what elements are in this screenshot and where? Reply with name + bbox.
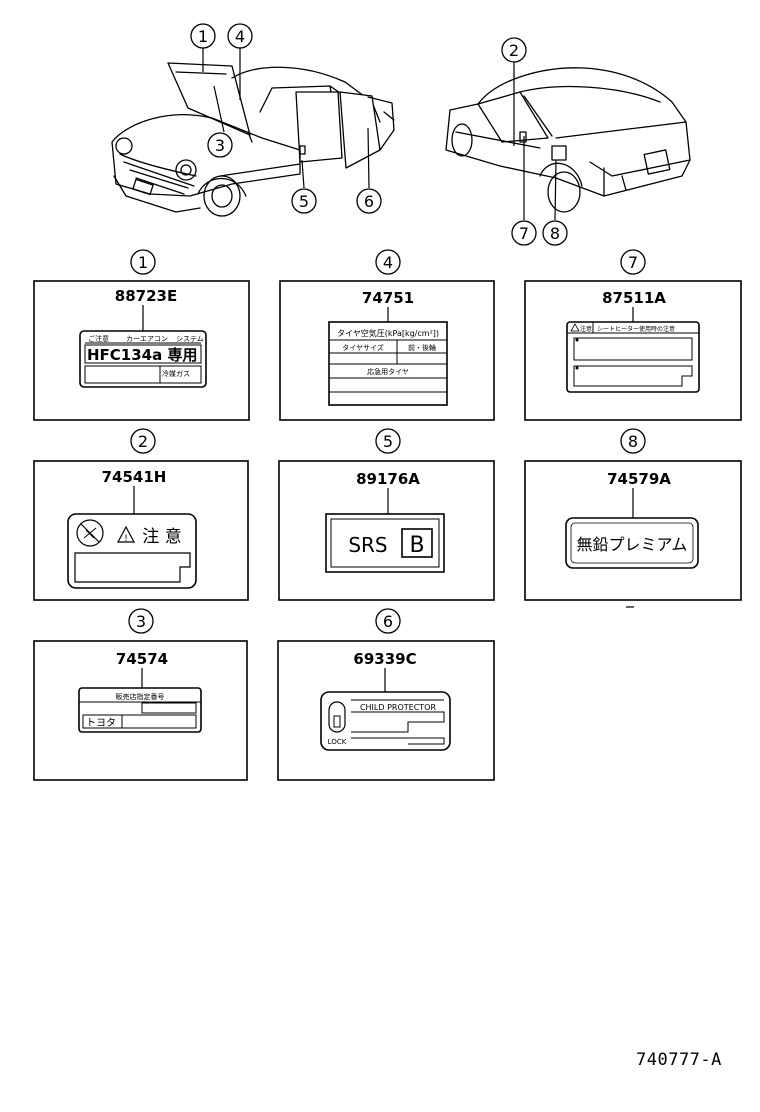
svg-text:カーエアコン: カーエアコン — [126, 335, 168, 343]
panel-number: 5 — [383, 432, 393, 451]
svg-text:冷媒ガス: 冷媒ガス — [162, 369, 190, 378]
rear-car-illustration — [445, 67, 691, 213]
svg-text:無鉛プレミアム: 無鉛プレミアム — [577, 535, 688, 554]
car-callout-4: 4 — [227, 23, 253, 49]
svg-text:1: 1 — [198, 27, 208, 46]
svg-text:SRS: SRS — [348, 533, 387, 557]
svg-text:応急用タイヤ: 応急用タイヤ — [367, 367, 409, 376]
svg-text:6: 6 — [364, 192, 374, 211]
catalog-number: 740777-A — [636, 1050, 722, 1070]
part-number: 88723E — [115, 287, 177, 305]
svg-text:タイヤサイズ: タイヤサイズ — [342, 343, 384, 352]
car-callout-2: 2 — [501, 37, 527, 63]
svg-text:LOCK: LOCK — [328, 738, 347, 746]
panel-number: 8 — [628, 432, 638, 451]
svg-text:8: 8 — [550, 224, 560, 243]
label-panel-8: 8 74579A 無鉛プレミアム — [524, 428, 742, 608]
car-callout-8: 8 — [542, 220, 568, 246]
seat-heater-caution-label: 注意 シートヒーター使用時の注意 — [566, 321, 700, 393]
part-number: 69339C — [353, 650, 416, 668]
svg-text:シートヒーター使用時の注意: シートヒーター使用時の注意 — [597, 325, 675, 333]
front-car-illustration — [111, 62, 395, 217]
srs-airbag-label: SRS B — [325, 513, 445, 573]
svg-text:ご注意: ご注意 — [88, 334, 109, 343]
part-number: 89176A — [356, 470, 420, 488]
ac-refrigerant-label: ご注意 カーエアコン システム HFC134a 専用 冷媒ガス — [79, 330, 207, 388]
svg-text:3: 3 — [215, 136, 225, 155]
label-panel-4: 4 74751 タイヤ空気圧(kPa[kg/cm²]) タイヤサイズ 前・後輪 … — [279, 249, 495, 421]
svg-text:!: ! — [124, 534, 128, 544]
car-callout-5: 5 — [291, 188, 317, 214]
tire-pressure-label: タイヤ空気圧(kPa[kg/cm²]) タイヤサイズ 前・後輪 応急用タイヤ — [328, 321, 448, 406]
car-callout-1: 1 — [190, 23, 216, 49]
label-panel-7: 7 87511A 注意 シートヒーター使用時の注意 — [524, 249, 742, 421]
svg-text:5: 5 — [299, 192, 309, 211]
svg-text:HFC134a 専用: HFC134a 専用 — [87, 346, 197, 364]
label-panel-6: 6 69339C LOCK CHILD PROTECTOR — [277, 608, 495, 781]
part-number: 74541H — [102, 468, 167, 486]
caution-label: ! 注 意 — [67, 513, 197, 589]
child-protector-label: LOCK CHILD PROTECTOR — [320, 691, 451, 751]
dealer-code-label: 販売店指定番号 トヨタ — [78, 687, 202, 733]
svg-text:CHILD PROTECTOR: CHILD PROTECTOR — [360, 703, 437, 712]
panel-number: 1 — [138, 253, 148, 272]
svg-text:販売店指定番号: 販売店指定番号 — [116, 692, 165, 701]
car-callout-6: 6 — [356, 188, 382, 214]
label-panel-3: 3 74574 販売店指定番号 トヨタ — [33, 608, 248, 781]
panel-number: 6 — [383, 612, 393, 631]
part-number: 74579A — [607, 470, 671, 488]
premium-unleaded-label: 無鉛プレミアム — [565, 517, 699, 569]
label-panel-1: 1 88723E ご注意 カーエアコン システム HFC134a 専用 冷媒ガス — [33, 249, 250, 421]
panel-number: 4 — [383, 253, 393, 272]
label-panel-5: 5 89176A SRS B — [278, 428, 495, 601]
car-callout-3: 3 — [207, 132, 233, 158]
svg-text:タイヤ空気圧(kPa[kg/cm²]): タイヤ空気圧(kPa[kg/cm²]) — [337, 328, 439, 338]
svg-text:注意: 注意 — [580, 325, 592, 333]
part-number: 87511A — [602, 289, 666, 307]
panel-number: 3 — [136, 612, 146, 631]
part-number: 74574 — [116, 650, 168, 668]
part-number: 74751 — [362, 289, 414, 307]
svg-text:4: 4 — [235, 27, 245, 46]
svg-text:システム: システム — [176, 335, 204, 343]
warning-triangle-icon — [117, 525, 135, 543]
svg-text:前・後輪: 前・後輪 — [408, 343, 436, 352]
panel-number: 7 — [628, 253, 638, 272]
label-panel-2: 2 74541H ! 注 意 — [33, 428, 249, 601]
svg-text:7: 7 — [519, 224, 529, 243]
svg-text:B: B — [409, 533, 424, 558]
car-callout-7: 7 — [511, 220, 537, 246]
svg-text:注 意: 注 意 — [142, 527, 181, 547]
panel-number: 2 — [138, 432, 148, 451]
svg-text:トヨタ: トヨタ — [86, 717, 116, 729]
svg-text:2: 2 — [509, 41, 519, 60]
